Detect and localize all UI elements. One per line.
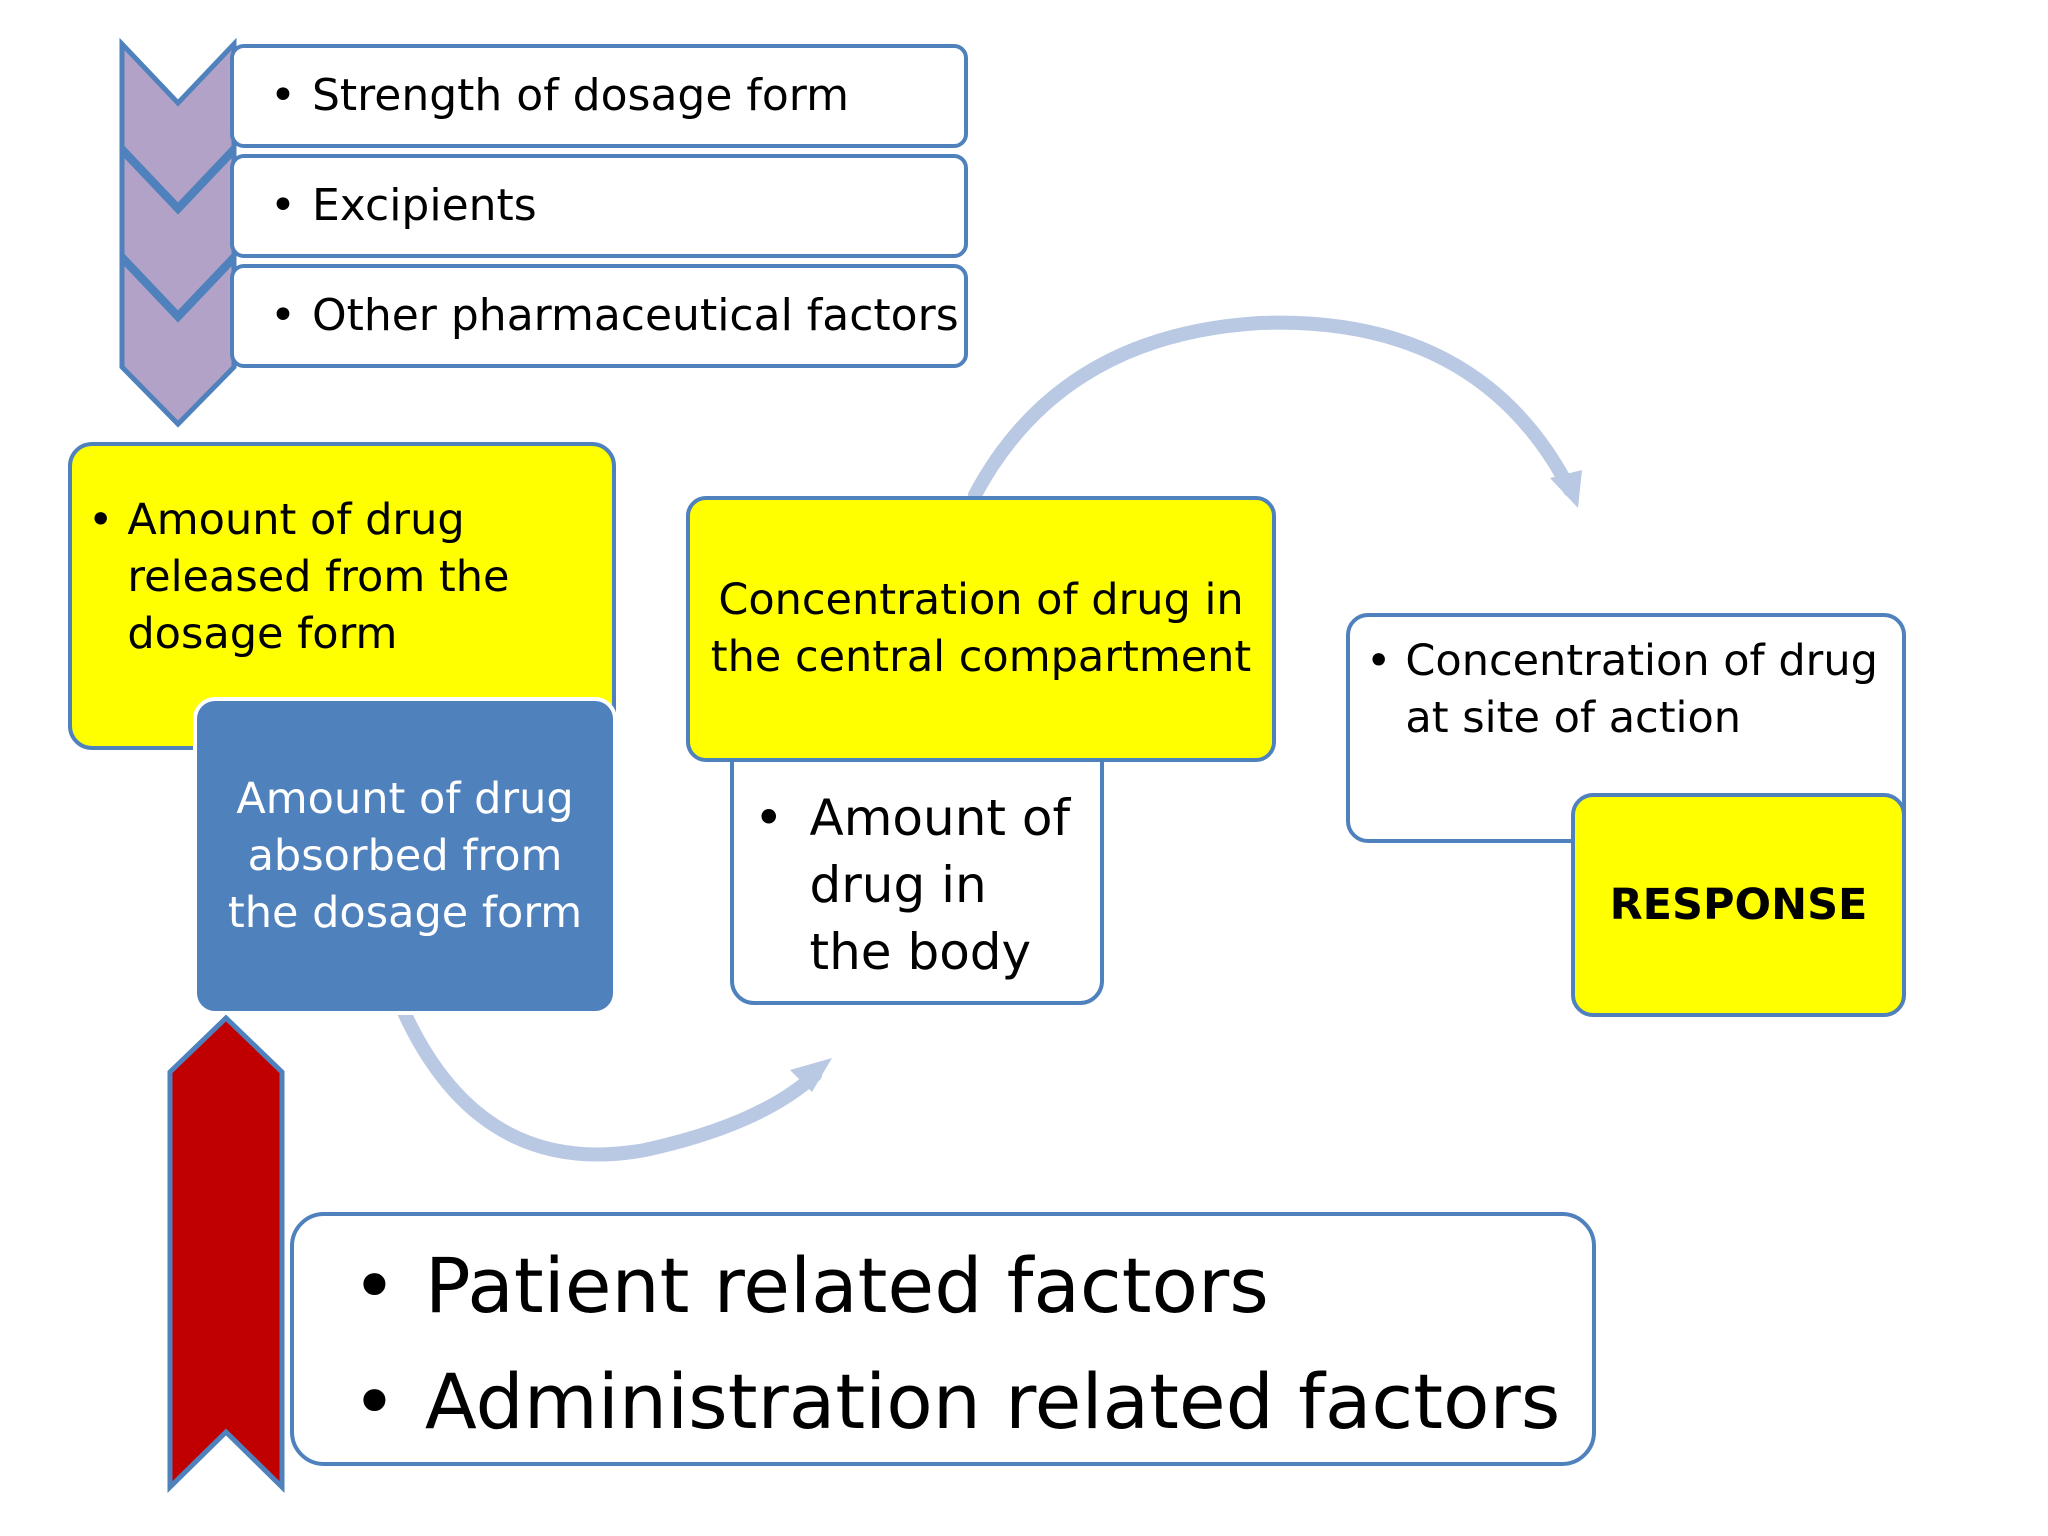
bullet: •	[270, 70, 296, 121]
bullet: •	[352, 1357, 397, 1446]
pharma-factor-label: Other pharmaceutical factors	[311, 290, 959, 341]
bullet: •	[270, 180, 296, 231]
concentration-central-text: Concentration of drug in the central com…	[710, 575, 1252, 682]
arrow-arc-lower	[396, 1003, 822, 1162]
chevron-3	[119, 253, 237, 428]
arrow-head-lower	[790, 1058, 832, 1092]
arrow-head-upper	[1550, 470, 1582, 508]
concentration-site-text: Concentration of drug at site of action	[1405, 636, 1878, 743]
red-ribbon	[167, 1014, 285, 1493]
concentration-central-box: Concentration of drug in the central com…	[686, 496, 1276, 762]
pharma-factor-label: Excipients	[311, 180, 537, 231]
pharma-factor-other: • Other pharmaceutical factors	[230, 264, 968, 368]
amount-in-body-box: • Amount of drug in the body	[730, 735, 1104, 1005]
response-box: RESPONSE	[1571, 793, 1906, 1017]
amount-absorbed-text: Amount of drug absorbed from the dosage …	[227, 773, 583, 938]
bullet: •	[1366, 636, 1392, 686]
patient-factor-item: • Administration related factors	[352, 1354, 1560, 1450]
patient-factor-item: • Patient related factors	[352, 1238, 1269, 1334]
bullet: •	[754, 789, 784, 847]
patient-factor-label: Administration related factors	[424, 1357, 1561, 1446]
pharma-factor-label: Strength of dosage form	[311, 70, 849, 121]
arrow-arc-upper	[968, 315, 1577, 502]
patient-factor-label: Patient related factors	[424, 1241, 1269, 1330]
amount-in-body-text: Amount of drug in the body	[809, 789, 1071, 981]
chevron-2	[119, 145, 237, 318]
pharma-factor-excipients: • Excipients	[230, 154, 968, 258]
bullet: •	[88, 495, 114, 545]
chevron-1	[119, 37, 237, 210]
response-text: RESPONSE	[1609, 880, 1868, 930]
amount-released-text: Amount of drug released from the dosage …	[127, 495, 510, 659]
patient-factors-box: • Patient related factors • Administrati…	[290, 1212, 1596, 1466]
pharma-factor-strength: • Strength of dosage form	[230, 44, 968, 148]
bullet: •	[352, 1241, 397, 1330]
bullet: •	[270, 290, 296, 341]
amount-absorbed-box: Amount of drug absorbed from the dosage …	[193, 697, 617, 1015]
